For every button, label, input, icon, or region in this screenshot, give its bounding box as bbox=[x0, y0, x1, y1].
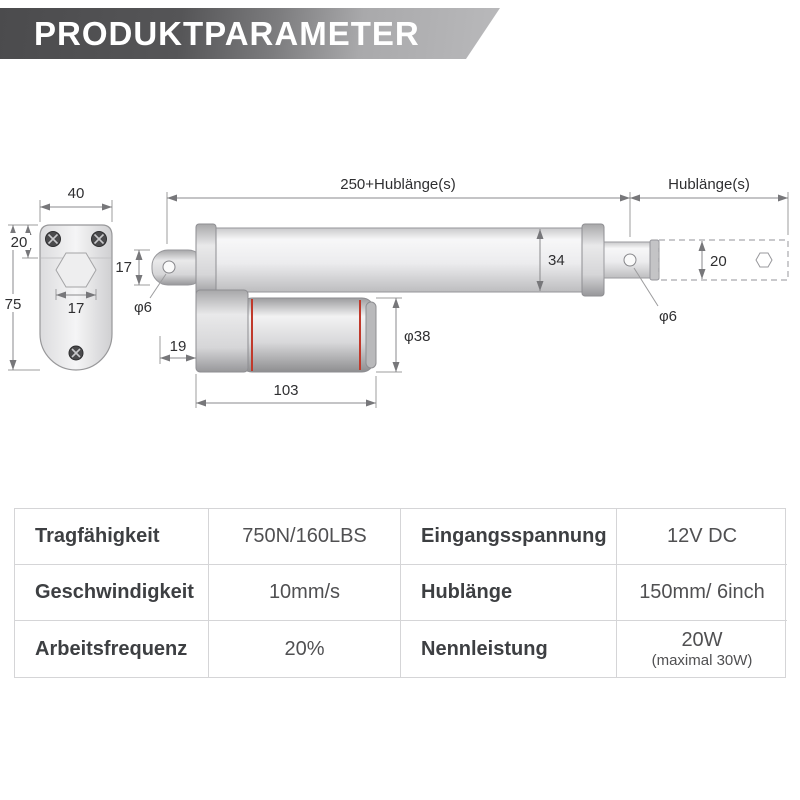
dim-bracket-height: 17 bbox=[115, 259, 132, 276]
spec-value-hublaenge: 150mm/ 6inch bbox=[617, 565, 787, 621]
spec-value-arbeitsfrequenz: 20% bbox=[209, 621, 401, 677]
spec-label-arbeitsfrequenz: Arbeitsfrequenz bbox=[15, 621, 209, 677]
technical-drawing: 40 75 20 17 bbox=[1, 176, 789, 408]
screw-icon bbox=[45, 231, 61, 247]
dim-motor-length: 103 bbox=[273, 382, 298, 399]
screw-icon bbox=[91, 231, 107, 247]
front-hex-hole bbox=[55, 252, 97, 288]
spec-value-eingangsspannung: 12V DC bbox=[617, 509, 787, 565]
dim-rod-hole: φ6 bbox=[659, 308, 677, 325]
outer-tube bbox=[199, 227, 591, 293]
front-view bbox=[39, 224, 113, 371]
rod-hole bbox=[623, 253, 637, 267]
phantom-hex-hole bbox=[755, 252, 773, 268]
spec-table: Tragfähigkeit 750N/160LBS Eingangsspannu… bbox=[14, 508, 787, 678]
dim-tube-height: 34 bbox=[548, 252, 565, 269]
spec-label-nennleistung: Nennleistung bbox=[401, 621, 617, 677]
spec-value-tragfaehigkeit: 750N/160LBS bbox=[209, 509, 401, 565]
spec-label-tragfaehigkeit: Tragfähigkeit bbox=[15, 509, 209, 565]
spec-value-geschwindigkeit: 10mm/s bbox=[209, 565, 401, 621]
gearbox bbox=[195, 289, 249, 373]
spec-value-nennleistung-note: (maximal 30W) bbox=[651, 651, 753, 669]
dim-gear-offset: 19 bbox=[170, 338, 187, 355]
dim-front-height: 75 bbox=[5, 296, 22, 313]
rod-end-cap bbox=[649, 239, 660, 281]
tube-left-cap bbox=[195, 223, 217, 297]
motor-end-cap bbox=[365, 301, 377, 369]
motor-body bbox=[239, 297, 375, 373]
side-dimensions: 250+Hublänge(s) Hublänge(s) 17 φ6 34 20 … bbox=[115, 176, 789, 408]
side-view bbox=[151, 223, 789, 373]
dim-motor-dia: φ38 bbox=[404, 328, 430, 345]
header-banner: PRODUKTPARAMETER bbox=[0, 8, 500, 59]
page-title: PRODUKTPARAMETER bbox=[34, 14, 420, 52]
dim-front-width: 40 bbox=[68, 185, 85, 202]
front-dimensions: 40 75 20 17 bbox=[1, 185, 113, 371]
dim-bracket-hole: φ6 bbox=[134, 299, 152, 316]
dim-front-hex-width: 17 bbox=[68, 300, 85, 317]
dim-rod-height: 20 bbox=[710, 253, 727, 270]
tongue-hole bbox=[162, 260, 176, 274]
tube-right-collar bbox=[581, 223, 605, 297]
spec-label-geschwindigkeit: Geschwindigkeit bbox=[15, 565, 209, 621]
spec-value-nennleistung-main: 20W bbox=[681, 628, 723, 651]
dim-total-length: 250+Hublänge(s) bbox=[340, 176, 456, 193]
dim-front-top-offset: 20 bbox=[11, 234, 28, 251]
nennleistung-value-stack: 20W (maximal 30W) bbox=[652, 629, 753, 669]
spec-label-hublaenge: Hublänge bbox=[401, 565, 617, 621]
screw-icon bbox=[68, 345, 84, 361]
spec-label-eingangsspannung: Eingangsspannung bbox=[401, 509, 617, 565]
dim-stroke-length: Hublänge(s) bbox=[668, 176, 750, 193]
spec-value-nennleistung: 20W (maximal 30W) bbox=[617, 621, 787, 677]
extended-rod-phantom bbox=[658, 239, 789, 281]
